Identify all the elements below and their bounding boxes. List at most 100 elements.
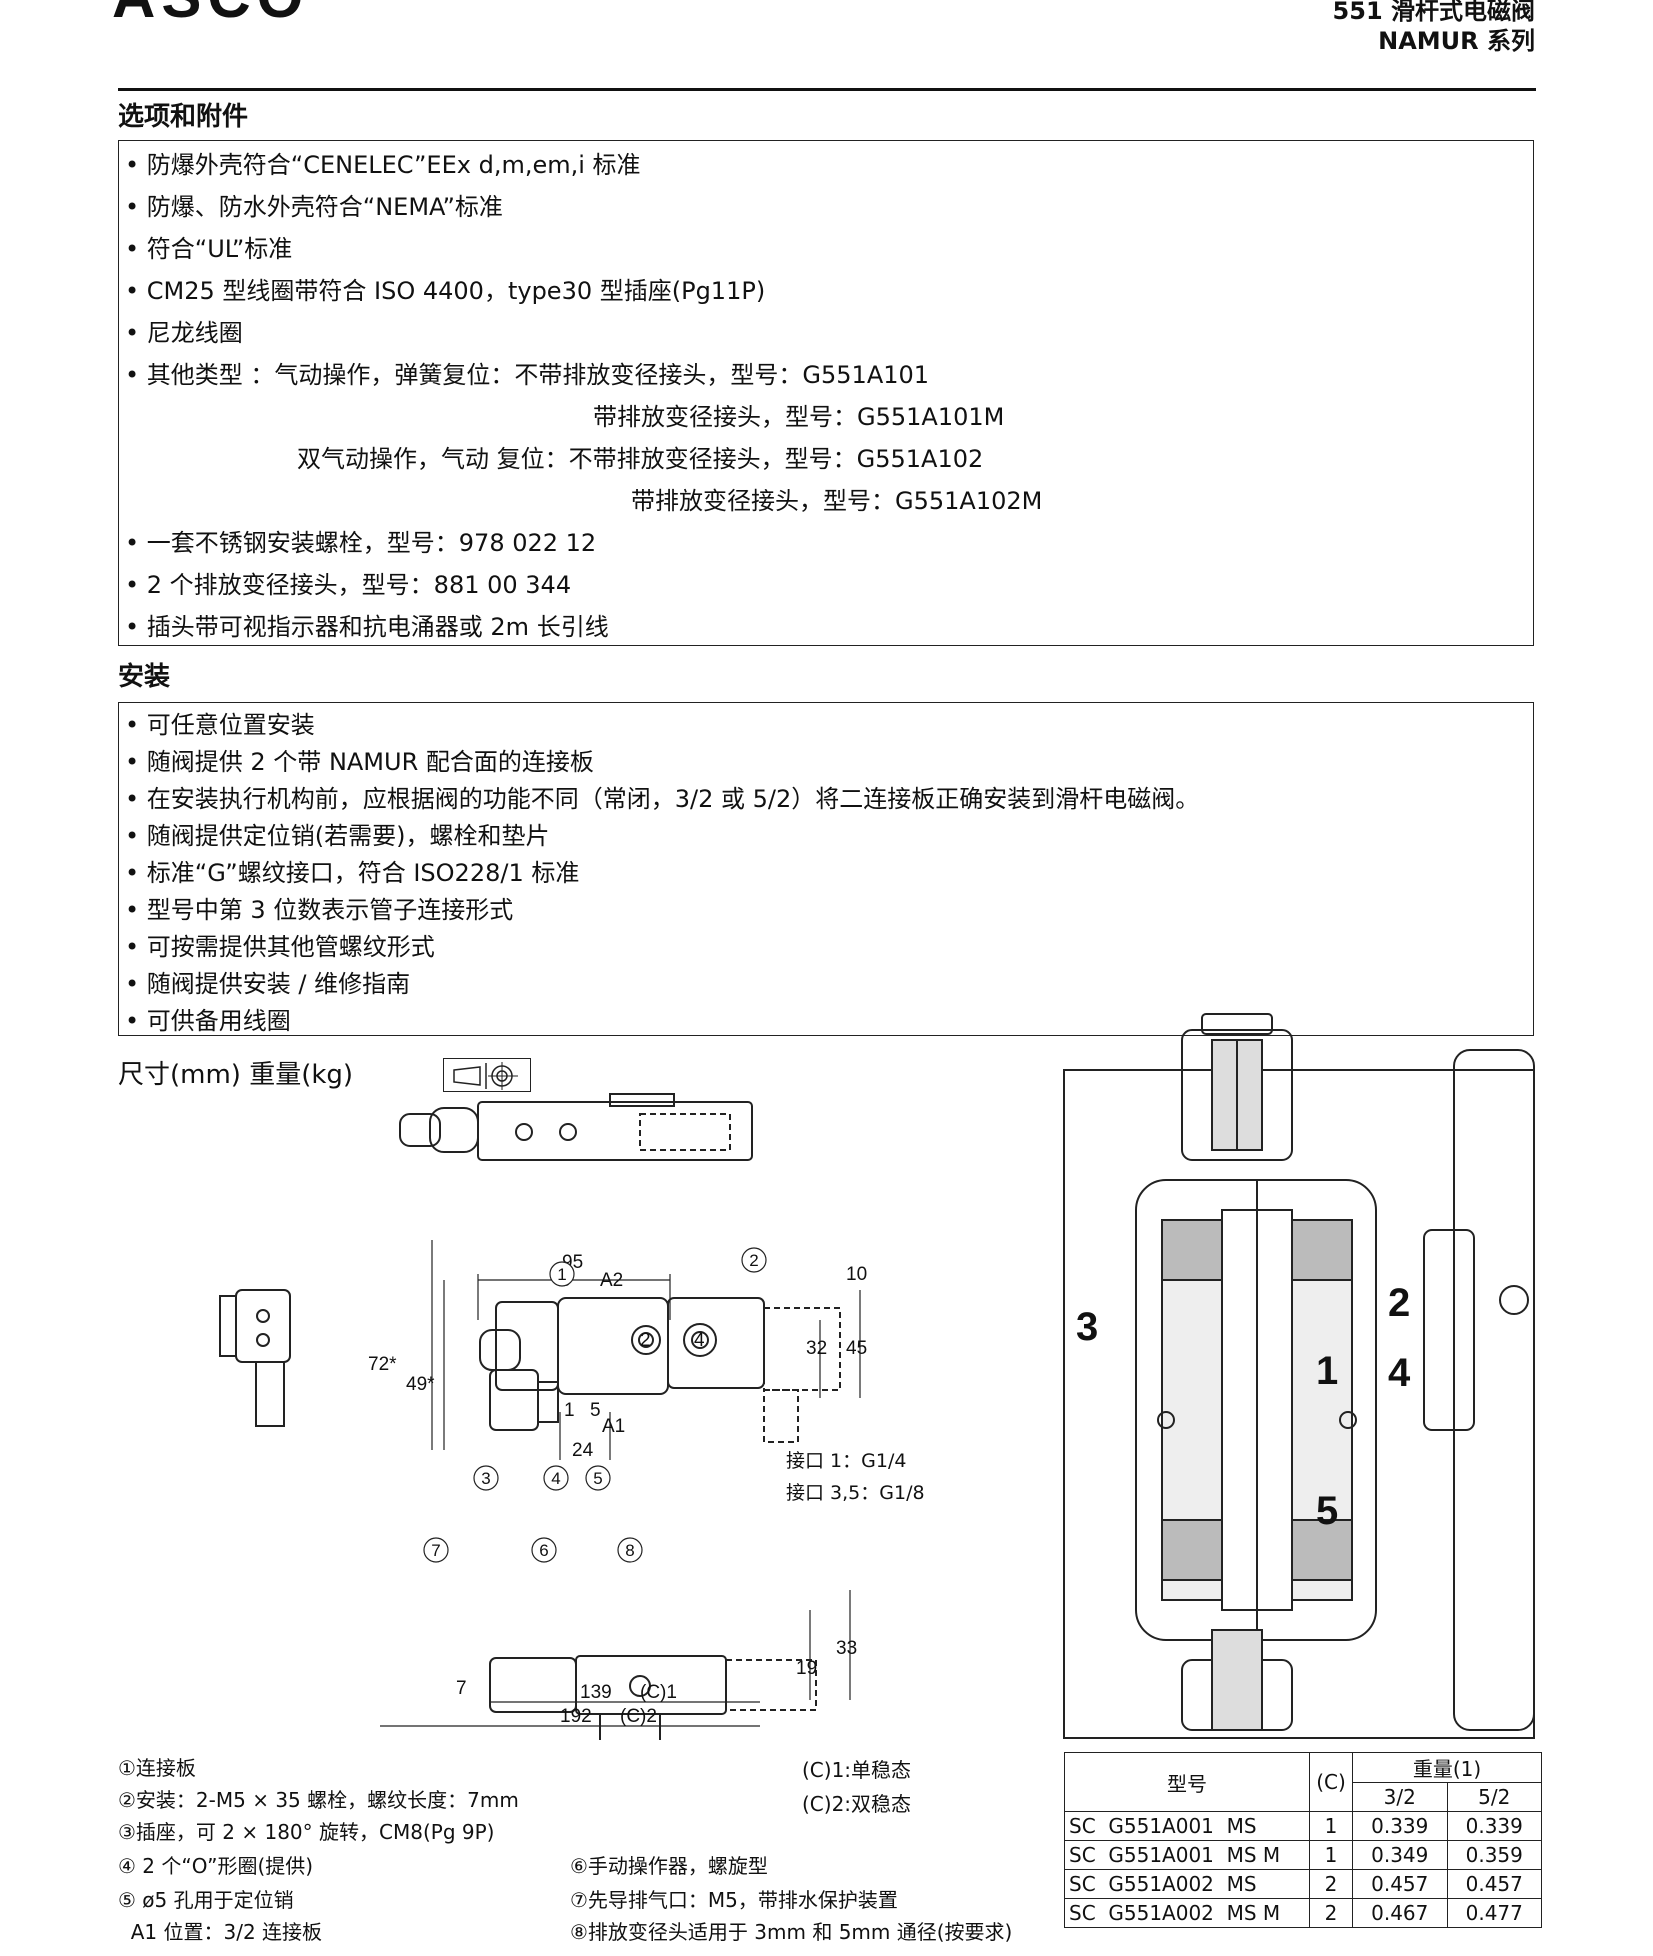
th-32: 3/2 (1352, 1782, 1448, 1812)
note-left-3: ③插座，可 2 × 180° 旋转，CM8(Pg 9P) (118, 1820, 495, 1844)
port-1-label: 1 (564, 1400, 575, 1421)
option-line: • 尼龙线圈 (125, 319, 243, 347)
note-left-2: ②安装：2-M5 × 35 螺栓，螺纹长度：7mm (118, 1788, 519, 1812)
callout-2: 2 (749, 1251, 758, 1270)
th-weight: 重量(1) (1352, 1752, 1542, 1783)
port-5-label: 5 (590, 1400, 601, 1421)
cell-w52: 0.457 (1446, 1869, 1542, 1899)
dimensions-title: 尺寸(mm) 重量(kg) (118, 1060, 354, 1090)
th-model: 型号 (1064, 1752, 1310, 1812)
option-line: • 防爆、防水外壳符合“NEMA”标准 (125, 193, 503, 221)
product-title: 551 滑杆式电磁阀 (1332, 0, 1535, 25)
note-left-4: ④ 2 个“O”形圈(提供) (118, 1854, 314, 1878)
install-line: • 随阀提供 2 个带 NAMUR 配合面的连接板 (125, 748, 594, 776)
product-series: NAMUR 系列 (1378, 27, 1535, 55)
note-c1: (C)1:单稳态 (802, 1758, 912, 1782)
dim-32: 32 (806, 1338, 827, 1359)
note-c2: (C)2:双稳态 (802, 1792, 912, 1816)
options-box: • 防爆外壳符合“CENELEC”EEx d,m,em,i 标准 • 防爆、防水… (118, 140, 1534, 646)
th-c: (C) (1309, 1752, 1353, 1812)
note-right-7: ⑦先导排气口：M5，带排水保护装置 (570, 1888, 898, 1912)
install-line: • 随阀提供安装 / 维修指南 (125, 970, 411, 998)
cell-w32: 0.467 (1352, 1898, 1448, 1928)
port-note-2: 接口 3,5：G1/8 (786, 1482, 925, 1504)
install-box: • 可任意位置安装 • 随阀提供 2 个带 NAMUR 配合面的连接板 • 在安… (118, 702, 1534, 1036)
dim-139: 139 (580, 1682, 612, 1703)
dim-7: 7 (456, 1678, 467, 1699)
dim-49: 49* (406, 1374, 435, 1395)
cell-w52: 0.339 (1446, 1811, 1542, 1841)
option-line: • 防爆外壳符合“CENELEC”EEx d,m,em,i 标准 (125, 151, 641, 179)
note-right-6: ⑥手动操作器，螺旋型 (570, 1854, 768, 1878)
sectional-drawing: 3 1 5 2 4 (1063, 1013, 1535, 1739)
option-line: 带排放变径接头，型号：G551A102M (631, 487, 1043, 515)
cell-w32: 0.349 (1352, 1840, 1448, 1870)
brand-logo: ASCO (112, 0, 309, 31)
section-port-2: 2 (1388, 1281, 1410, 1325)
note-right-8: ⑧排放变径头适用于 3mm 和 5mm 通径(按要求) (570, 1920, 1013, 1944)
section-port-4: 4 (1388, 1351, 1411, 1395)
th-52: 5/2 (1446, 1782, 1542, 1812)
table-row: SC G551A001 MS 1 0.339 0.339 (1064, 1811, 1542, 1841)
dim-33: 33 (836, 1638, 857, 1659)
cell-c: 2 (1309, 1869, 1353, 1899)
dim-c2: (C)2 (620, 1706, 657, 1727)
cell-w52: 0.477 (1446, 1898, 1542, 1928)
dim-10: 10 (846, 1264, 867, 1285)
install-line: • 标准“G”螺纹接口，符合 ISO228/1 标准 (125, 859, 580, 887)
dim-45: 45 (846, 1338, 867, 1359)
header-rule (118, 88, 1536, 91)
label-a1: A1 (602, 1416, 625, 1437)
option-line: • 其他类型 ：气动操作，弹簧复位：不带排放变径接头，型号：G551A101 (125, 361, 930, 389)
callout-8: 8 (625, 1541, 634, 1560)
note-left-6: A1 位置：3/2 连接板 (118, 1920, 323, 1944)
install-line: • 在安装执行机构前，应根据阀的功能不同（常闭，3/2 或 5/2）将二连接板正… (125, 785, 1200, 813)
callout-5: 5 (593, 1469, 602, 1488)
cell-c: 1 (1309, 1811, 1353, 1841)
cell-model: SC G551A001 MS M (1064, 1840, 1310, 1870)
note-left-1: ①连接板 (118, 1756, 196, 1780)
cell-model: SC G551A001 MS (1064, 1811, 1310, 1841)
option-line: • 一套不锈钢安装螺栓，型号：978 022 12 (125, 529, 597, 557)
option-line: 带排放变径接头，型号：G551A101M (593, 403, 1005, 431)
note-left-5: ⑤ ø5 孔用于定位销 (118, 1888, 294, 1912)
install-line: • 可任意位置安装 (125, 711, 315, 739)
section-port-1: 1 (1316, 1349, 1338, 1393)
option-line: • CM25 型线圈带符合 ISO 4400，type30 型插座(Pg11P) (125, 277, 766, 305)
cell-c: 1 (1309, 1840, 1353, 1870)
option-line: • 2 个排放变径接头，型号：881 00 344 (125, 571, 572, 599)
cell-c: 2 (1309, 1898, 1353, 1928)
callout-6: 6 (539, 1541, 548, 1560)
callout-1: 1 (557, 1265, 566, 1284)
section-port-3: 3 (1076, 1305, 1098, 1349)
install-line: • 可供备用线圈 (125, 1007, 291, 1035)
dim-72: 72* (368, 1354, 397, 1375)
dim-24: 24 (572, 1440, 594, 1461)
cell-model: SC G551A002 MS (1064, 1869, 1310, 1899)
projection-symbol-icon (443, 1058, 531, 1092)
dim-c1: (C)1 (640, 1682, 677, 1703)
table-row: SC G551A002 MS M 2 0.467 0.477 (1064, 1898, 1542, 1928)
install-line: • 可按需提供其他管螺纹形式 (125, 933, 435, 961)
section-port-5: 5 (1316, 1489, 1338, 1533)
cell-model: SC G551A002 MS M (1064, 1898, 1310, 1928)
weight-table: 型号 (C) 重量(1) 3/2 5/2 SC G551A001 MS 1 0.… (1064, 1752, 1542, 1928)
port-2-label: 2 (640, 1330, 651, 1351)
callout-4: 4 (551, 1469, 560, 1488)
port-note-1: 接口 1：G1/4 (786, 1450, 907, 1472)
callout-7: 7 (431, 1541, 440, 1560)
cell-w52: 0.359 (1446, 1840, 1542, 1870)
install-line: • 型号中第 3 位数表示管子连接形式 (125, 896, 514, 924)
callout-3: 3 (481, 1469, 490, 1488)
dim-192: 192 (560, 1706, 592, 1727)
label-a2: A2 (600, 1270, 623, 1291)
install-line: • 随阀提供定位销(若需要)，螺栓和垫片 (125, 822, 550, 850)
options-title: 选项和附件 (118, 102, 249, 132)
port-4-label: 4 (694, 1330, 705, 1351)
cell-w32: 0.457 (1352, 1869, 1448, 1899)
option-line: • 符合“UL”标准 (125, 235, 293, 263)
cell-w32: 0.339 (1352, 1811, 1448, 1841)
install-title: 安装 (118, 662, 171, 692)
option-line: 双气动操作，气动 复位：不带排放变径接头，型号：G551A102 (297, 445, 984, 473)
dim-19: 19 (796, 1658, 817, 1679)
